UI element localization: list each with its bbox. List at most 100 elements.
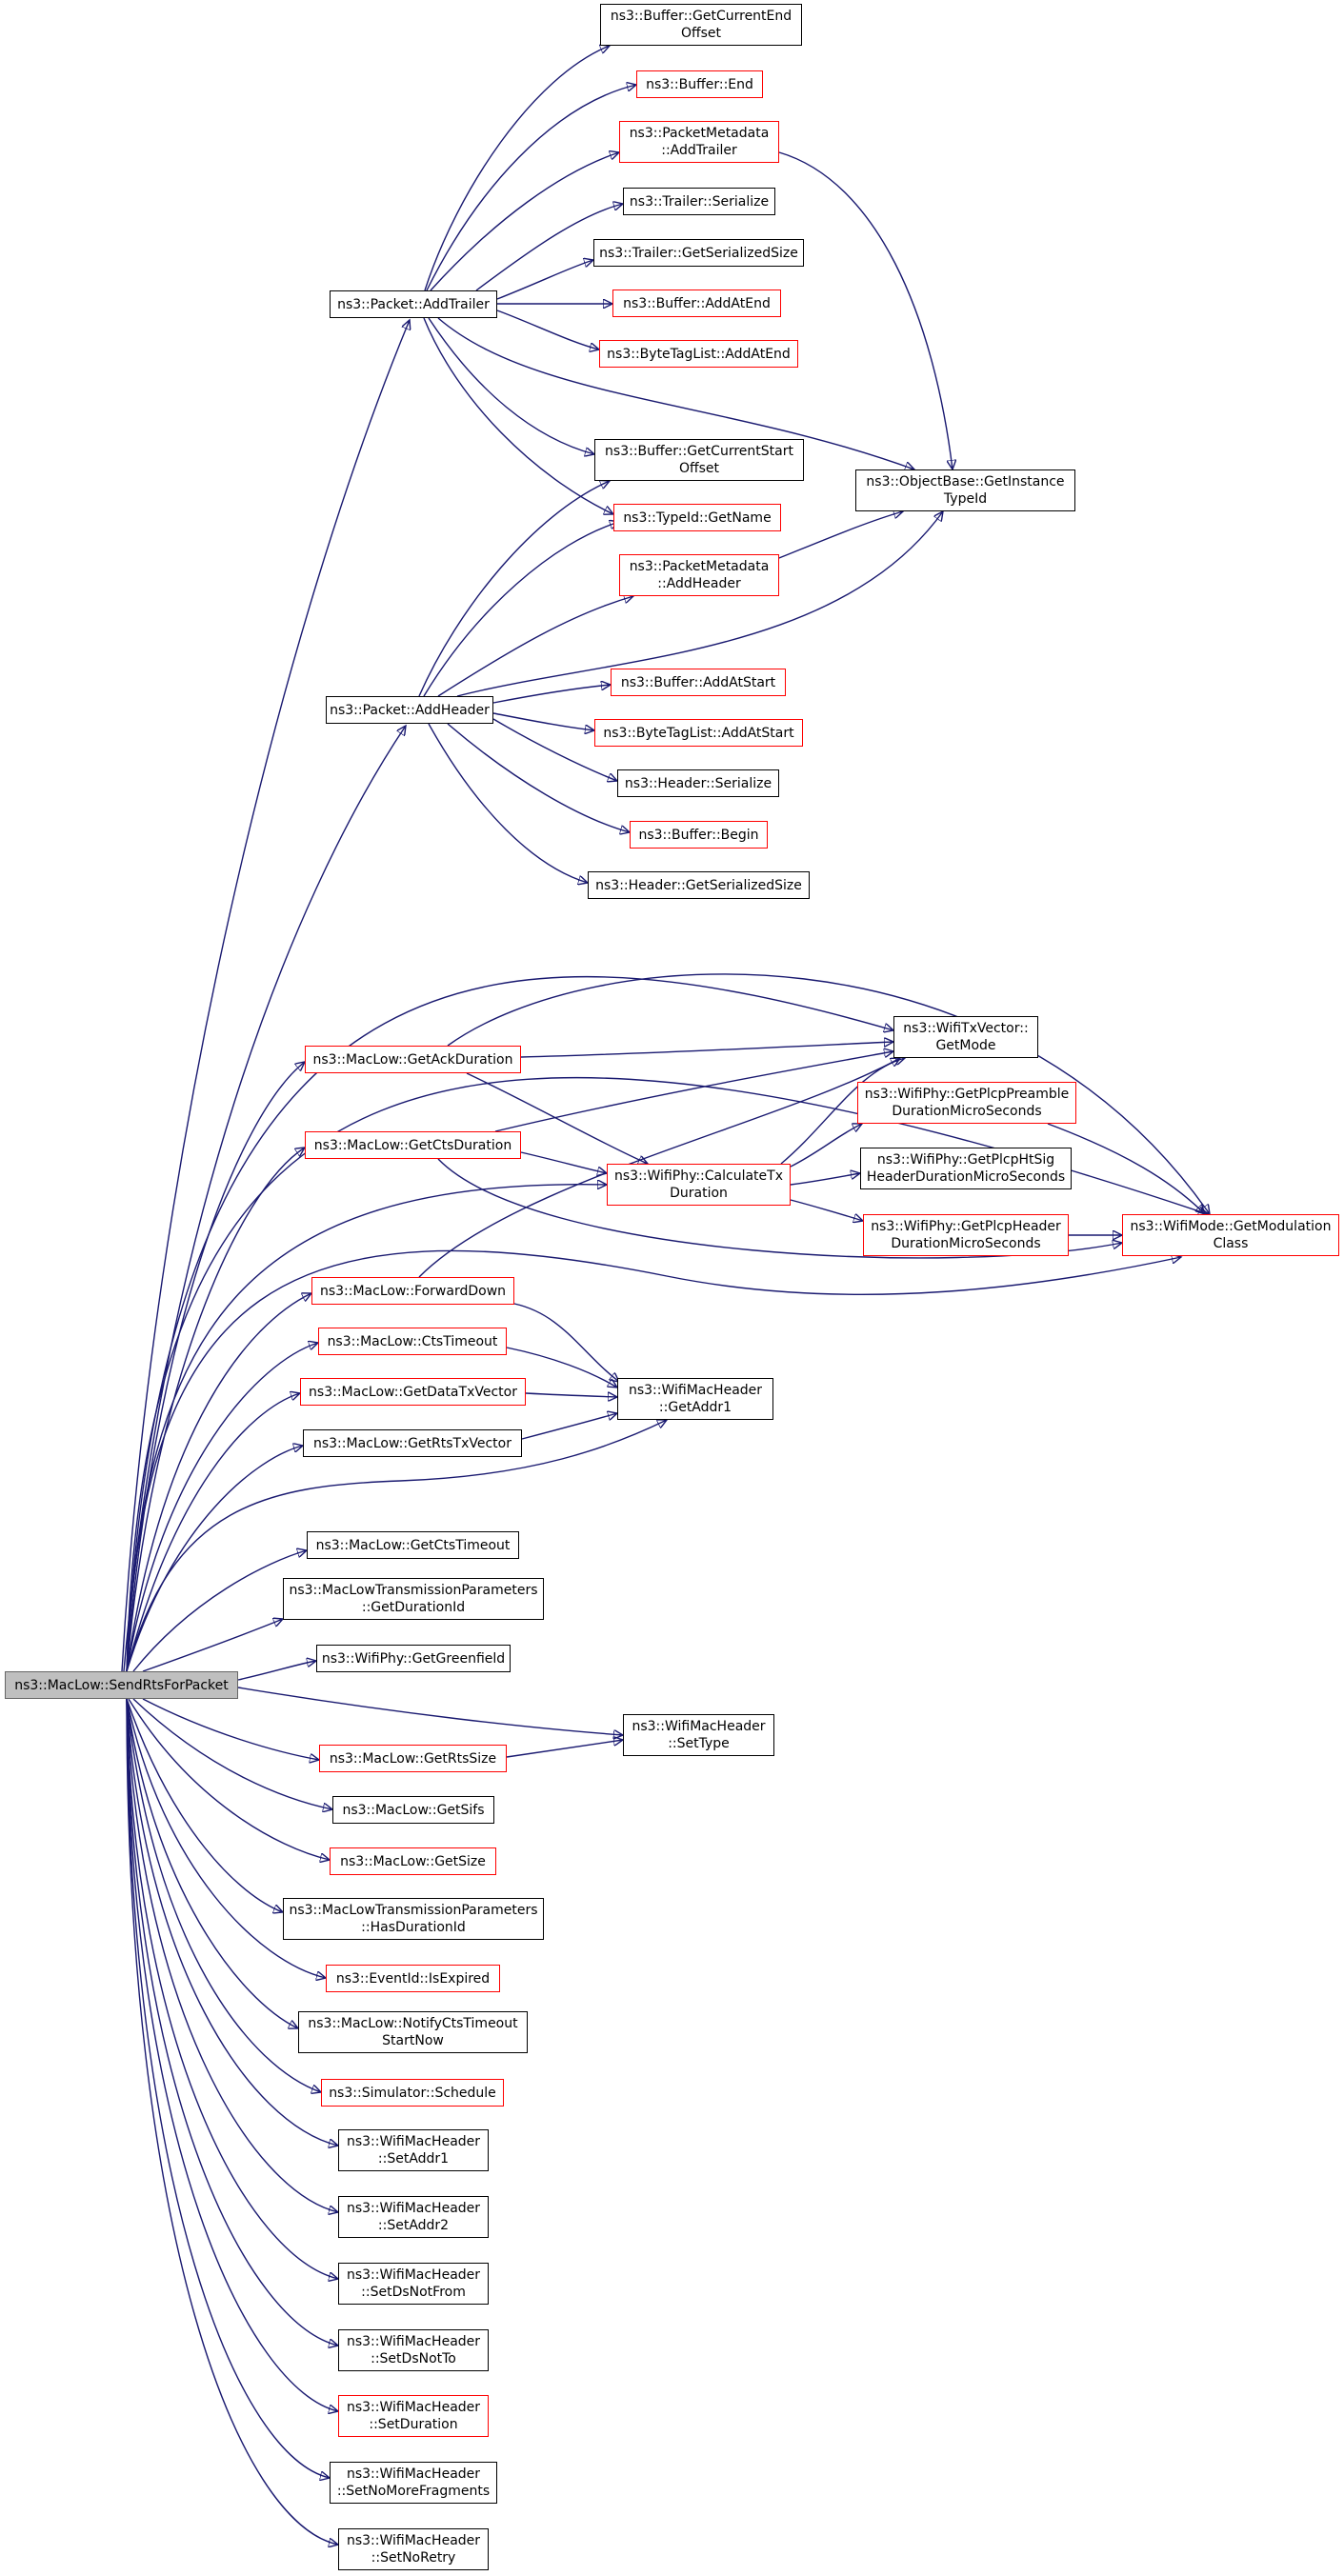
node-wifimacheader-setaddr1[interactable]: ns3::WifiMacHeader ::SetAddr1 [338, 2129, 489, 2171]
node-buf-begin[interactable]: ns3::Buffer::Begin [630, 821, 768, 849]
node-buf-addatstart[interactable]: ns3::Buffer::AddAtStart [611, 669, 786, 696]
node-wifimacheader-setnomorefragments[interactable]: ns3::WifiMacHeader ::SetNoMoreFragments [330, 2462, 497, 2504]
node-typeid-getname[interactable]: ns3::TypeId::GetName [613, 504, 781, 531]
node-btl-addatend[interactable]: ns3::ByteTagList::AddAtEnd [599, 340, 798, 368]
node-buf-getcurrentendoffset[interactable]: ns3::Buffer::GetCurrentEnd Offset [600, 4, 802, 46]
edge-addheader-to-getname [423, 522, 619, 697]
node-wifimacheader-setdsnotto[interactable]: ns3::WifiMacHeader ::SetDsNotTo [338, 2329, 489, 2371]
node-maclow-getctsduration[interactable]: ns3::MacLow::GetCtsDuration [305, 1131, 521, 1159]
edge-root-to-setnoretry [126, 1698, 338, 2545]
node-eventid-isexpired[interactable]: ns3::EventId::IsExpired [326, 1965, 500, 1992]
edge-root-to-setaddr2 [126, 1698, 338, 2212]
node-wifimacheader-setnoretry[interactable]: ns3::WifiMacHeader ::SetNoRetry [338, 2528, 489, 2570]
edge-root-to-setnomorefragments [126, 1698, 330, 2478]
edge-calculatetx-to-plcphtsig [790, 1173, 860, 1186]
edge-addheader-to-bufaddatstart [492, 685, 611, 704]
edge-getrtssize-to-settype [506, 1740, 623, 1758]
node-maclow-getrtssize[interactable]: ns3::MacLow::GetRtsSize [319, 1745, 507, 1772]
edge-root-to-notifyctstimeout [126, 1698, 298, 2028]
edge-addheader-to-pmaddheader [437, 596, 633, 697]
node-maclow-getsize[interactable]: ns3::MacLow::GetSize [330, 1847, 496, 1875]
edge-getackduration-to-gettxmode [520, 1042, 893, 1058]
edge-getackduration-to-calculatetx [466, 1072, 648, 1164]
edge-addheader-to-headerserialize [492, 718, 617, 781]
node-pkt-addtrailer[interactable]: ns3::Packet::AddTrailer [330, 290, 497, 318]
node-maclow-getctstimeout[interactable]: ns3::MacLow::GetCtsTimeout [307, 1531, 519, 1559]
edge-root-to-setaddr1 [126, 1698, 338, 2146]
edge-getctsduration-to-gettxmode [494, 1051, 893, 1132]
node-maclow-getrtstxvector[interactable]: ns3::MacLow::GetRtsTxVector [303, 1429, 522, 1457]
node-header-serialize[interactable]: ns3::Header::Serialize [617, 769, 779, 797]
node-wifiphy-getplcppreamble[interactable]: ns3::WifiPhy::GetPlcpPreamble DurationMi… [857, 1082, 1076, 1124]
node-maclow-notifyctstimeout[interactable]: ns3::MacLow::NotifyCtsTimeout StartNow [298, 2011, 528, 2053]
node-simulator-schedule[interactable]: ns3::Simulator::Schedule [321, 2079, 504, 2107]
edge-addtrailer-to-pmaddtrailer [430, 152, 619, 291]
node-header-getserializedsize[interactable]: ns3::Header::GetSerializedSize [588, 871, 810, 899]
node-maclow-ctstimeout[interactable]: ns3::MacLow::CtsTimeout [318, 1328, 507, 1355]
edge-root-to-getctstimeout [132, 1550, 307, 1672]
edge-addheader-to-getcurrentstartoffset [418, 481, 610, 697]
edge-ctstimeout-to-getaddr1 [506, 1347, 617, 1388]
node-maclow-getackduration[interactable]: ns3::MacLow::GetAckDuration [305, 1046, 521, 1073]
node-pm-addheader[interactable]: ns3::PacketMetadata ::AddHeader [619, 554, 779, 596]
edge-root-to-getaddr1 [126, 1420, 667, 1672]
node-buf-end[interactable]: ns3::Buffer::End [636, 70, 763, 98]
edge-group [121, 46, 1210, 2545]
edge-root-to-getdurationid [142, 1619, 283, 1672]
node-wifimacheader-settype[interactable]: ns3::WifiMacHeader ::SetType [623, 1714, 774, 1756]
node-root[interactable]: ns3::MacLow::SendRtsForPacket [5, 1671, 238, 1699]
node-btl-addatstart[interactable]: ns3::ByteTagList::AddAtStart [594, 719, 803, 747]
edge-addtrailer-to-getcurrentendoffset [424, 46, 610, 291]
edge-root-to-getrtstxvector [126, 1446, 303, 1672]
node-wifimacheader-getaddr1[interactable]: ns3::WifiMacHeader ::GetAddr1 [617, 1378, 773, 1420]
edge-root-to-getackduration [126, 1062, 305, 1672]
edge-forwarddown-to-gettxmode [418, 1058, 900, 1278]
node-mltp-hasdurationid[interactable]: ns3::MacLowTransmissionParameters ::HasD… [283, 1898, 544, 1940]
edge-root-to-gettxmode [126, 976, 893, 1672]
edge-root-to-getdatatxvector [126, 1393, 300, 1672]
node-wifiphy-calculatetxduration[interactable]: ns3::WifiPhy::CalculateTx Duration [607, 1164, 791, 1206]
node-wifiphy-getgreenfield[interactable]: ns3::WifiPhy::GetGreenfield [316, 1645, 511, 1672]
node-wifiphy-getplcpheader[interactable]: ns3::WifiPhy::GetPlcpHeader DurationMicr… [863, 1214, 1069, 1256]
edge-root-to-addheader [123, 726, 406, 1672]
node-wifiphy-getplcphtsig[interactable]: ns3::WifiPhy::GetPlcpHtSig HeaderDuratio… [860, 1148, 1072, 1189]
node-wifimacheader-setduration[interactable]: ns3::WifiMacHeader ::SetDuration [338, 2395, 489, 2437]
edge-root-to-modclass-loop [126, 1249, 1181, 1672]
edge-root-to-setdsnotto [126, 1698, 338, 2346]
edge-root-to-schedule [126, 1698, 321, 2092]
edge-addheader-to-bufbegin [447, 723, 630, 832]
edge-addheader-to-btladdatstart [492, 712, 594, 730]
node-buf-getcurrentstartoffset[interactable]: ns3::Buffer::GetCurrentStart Offset [594, 439, 804, 481]
node-maclow-forwarddown[interactable]: ns3::MacLow::ForwardDown [311, 1277, 514, 1305]
edge-addtrailer-to-btladdatend [496, 310, 599, 349]
edge-root-to-getgreenfield [237, 1661, 316, 1681]
node-maclow-getdatatxvector[interactable]: ns3::MacLow::GetDataTxVector [300, 1378, 526, 1406]
edge-addtrailer-to-trailergetsize [496, 260, 593, 300]
node-wifimode-getmodulationclass[interactable]: ns3::WifiMode::GetModulation Class [1122, 1214, 1339, 1256]
edge-root-to-isexpired [126, 1698, 326, 1978]
edge-addheader-to-headergetsize [428, 723, 588, 883]
node-wifimacheader-setaddr2[interactable]: ns3::WifiMacHeader ::SetAddr2 [338, 2196, 489, 2238]
edge-root-to-forwarddown [126, 1293, 311, 1672]
node-pkt-addheader[interactable]: ns3::Packet::AddHeader [326, 696, 493, 724]
node-mltp-getdurationid[interactable]: ns3::MacLowTransmissionParameters ::GetD… [283, 1578, 544, 1620]
node-pm-addtrailer[interactable]: ns3::PacketMetadata ::AddTrailer [619, 121, 779, 163]
edge-calculatetx-to-plcpheader [790, 1199, 863, 1221]
edge-root-to-getsifs [132, 1698, 332, 1809]
node-maclow-getsifs[interactable]: ns3::MacLow::GetSifs [332, 1796, 494, 1824]
node-trailer-serialize[interactable]: ns3::Trailer::Serialize [623, 188, 775, 215]
node-objectbase-getinstancetypeid[interactable]: ns3::ObjectBase::GetInstance TypeId [855, 469, 1075, 511]
edge-addtrailer-to-getinstancetypeid [437, 317, 914, 469]
node-txvector-getmode[interactable]: ns3::WifiTxVector:: GetMode [893, 1016, 1038, 1058]
edge-addtrailer-to-getname [423, 317, 613, 514]
edge-addtrailer-to-trailerserialize [475, 204, 623, 291]
edge-root-to-getctsduration [126, 1148, 305, 1672]
node-wifimacheader-setdsnotfrom[interactable]: ns3::WifiMacHeader ::SetDsNotFrom [338, 2263, 489, 2305]
edge-getackduration-to-modclass [447, 973, 1210, 1214]
edge-pmaddtrailer-to-getinstancetypeid [778, 151, 953, 469]
node-trailer-getserializedsize[interactable]: ns3::Trailer::GetSerializedSize [593, 239, 804, 267]
node-buf-addatend[interactable]: ns3::Buffer::AddAtEnd [612, 290, 781, 317]
